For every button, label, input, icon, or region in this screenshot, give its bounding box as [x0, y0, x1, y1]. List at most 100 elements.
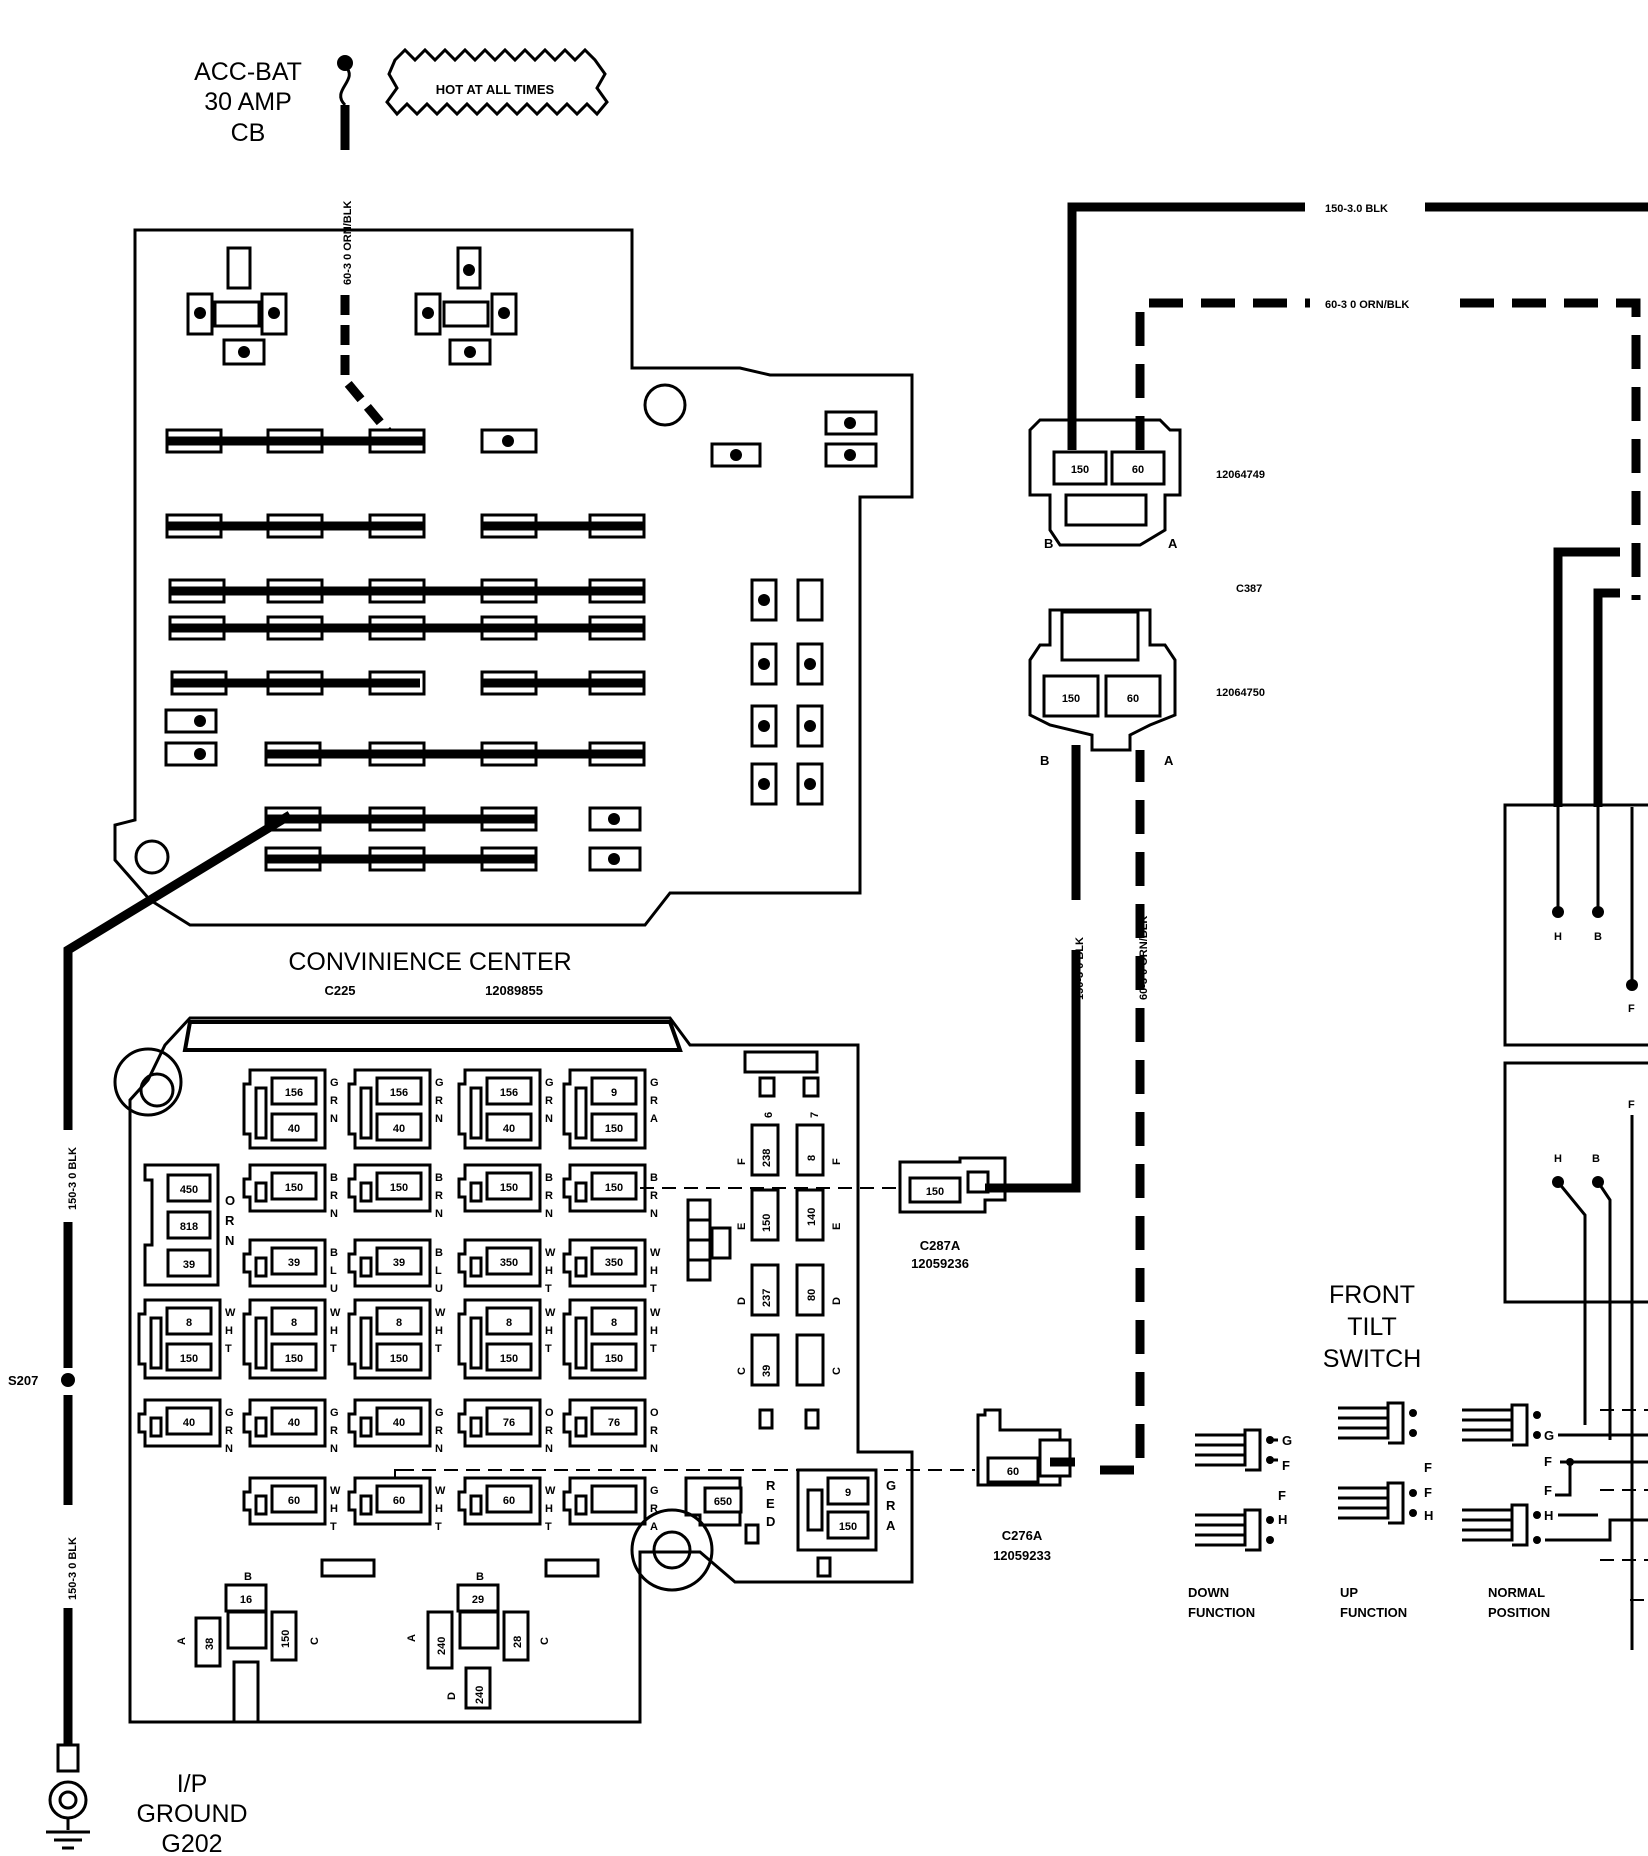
wire-label-150-blk-upper: 150-3 0 BLK: [67, 1147, 79, 1210]
svg-text:R: R: [650, 1503, 658, 1515]
svg-text:156: 156: [500, 1087, 518, 1099]
svg-text:350: 350: [605, 1257, 623, 1269]
svg-text:CB: CB: [231, 119, 266, 147]
svg-text:T: T: [330, 1521, 337, 1533]
svg-text:T: T: [545, 1343, 552, 1355]
c225-part-number: 12089855: [485, 983, 543, 998]
svg-text:W: W: [650, 1247, 661, 1259]
pin-f-label: F: [1628, 1003, 1635, 1015]
svg-text:150: 150: [500, 1182, 518, 1194]
switch-box-lower: [1503, 1061, 1648, 1304]
svg-text:F: F: [1544, 1454, 1552, 1469]
svg-text:C: C: [539, 1637, 551, 1645]
bus-bar-row-5: [264, 741, 646, 767]
red-block: 650 R E D: [684, 1476, 776, 1545]
svg-text:W: W: [330, 1307, 341, 1319]
svg-text:F: F: [1424, 1485, 1432, 1500]
svg-text:9: 9: [845, 1487, 851, 1499]
svg-text:150: 150: [285, 1182, 303, 1194]
fuse-panel-top: [113, 228, 914, 927]
svg-text:R: R: [225, 1213, 235, 1228]
svg-text:ACC-BAT: ACC-BAT: [194, 58, 302, 86]
svg-text:B: B: [330, 1172, 338, 1184]
svg-text:H: H: [1278, 1512, 1287, 1527]
acc-bat-dashed-wire: [340, 295, 399, 443]
svg-text:A: A: [886, 1518, 896, 1533]
bus-bar-row-1: [165, 410, 878, 468]
svg-text:B: B: [650, 1172, 658, 1184]
svg-text:F: F: [736, 1158, 748, 1165]
svg-text:150: 150: [839, 1521, 857, 1533]
relay-socket: 60 WHT: [457, 1476, 556, 1533]
svg-text:G: G: [330, 1077, 339, 1089]
switch-down-function: G F F H DOWN FUNCTION: [1188, 1428, 1292, 1620]
svg-text:D: D: [831, 1297, 843, 1305]
pin-b-label: B: [1594, 931, 1602, 943]
svg-text:8: 8: [611, 1317, 617, 1329]
switch-up-function: F F H UP FUNCTION: [1338, 1401, 1433, 1620]
svg-text:HOT AT ALL TIMES: HOT AT ALL TIMES: [436, 82, 555, 97]
svg-text:R: R: [435, 1190, 443, 1202]
svg-text:N: N: [545, 1208, 553, 1220]
svg-text:39: 39: [761, 1365, 773, 1377]
c287a-connector: 150 C287A 12059236: [898, 1156, 1007, 1271]
svg-text:40: 40: [503, 1123, 515, 1135]
svg-text:150: 150: [605, 1353, 623, 1365]
svg-text:80: 80: [806, 1289, 818, 1301]
svg-text:W: W: [545, 1485, 556, 1497]
svg-text:H: H: [545, 1503, 553, 1515]
svg-text:F: F: [1544, 1483, 1552, 1498]
gra-block: 9 150 G R A: [796, 1468, 896, 1578]
svg-text:DOWN: DOWN: [1188, 1585, 1229, 1600]
svg-text:C287A: C287A: [920, 1238, 961, 1253]
svg-text:350: 350: [500, 1257, 518, 1269]
svg-text:O: O: [545, 1407, 554, 1419]
svg-text:NORMAL: NORMAL: [1488, 1585, 1545, 1600]
svg-text:D: D: [766, 1514, 775, 1529]
pin-b-label-2: B: [1592, 1153, 1600, 1165]
convenience-center-title: CONVINIENCE CENTER: [288, 948, 571, 976]
svg-text:60: 60: [503, 1495, 515, 1507]
svg-text:R: R: [330, 1425, 338, 1437]
svg-text:30 AMP: 30 AMP: [204, 88, 292, 116]
wire-label-60-orn-blk-c276a: 60-3 0 ORN/BLK: [1138, 916, 1150, 1000]
svg-text:28: 28: [512, 1636, 524, 1648]
svg-text:W: W: [330, 1485, 341, 1497]
svg-text:R: R: [225, 1425, 233, 1437]
svg-text:R: R: [766, 1478, 776, 1493]
c225-label: C225: [324, 983, 355, 998]
svg-text:R: R: [545, 1425, 553, 1437]
svg-text:G: G: [1544, 1428, 1554, 1443]
bus-bar-row-2: [165, 513, 646, 539]
svg-text:G: G: [225, 1407, 234, 1419]
svg-text:T: T: [650, 1283, 657, 1295]
s207-label: S207: [8, 1373, 38, 1388]
svg-text:B: B: [1044, 536, 1053, 551]
svg-text:W: W: [545, 1247, 556, 1259]
svg-text:40: 40: [288, 1417, 300, 1429]
svg-text:T: T: [545, 1521, 552, 1533]
svg-text:U: U: [435, 1283, 443, 1295]
svg-text:N: N: [545, 1443, 553, 1455]
svg-text:39: 39: [183, 1259, 195, 1271]
svg-text:60: 60: [1007, 1466, 1019, 1478]
svg-text:T: T: [435, 1343, 442, 1355]
svg-text:8: 8: [806, 1155, 818, 1161]
svg-text:E: E: [831, 1223, 843, 1230]
slot: [544, 1558, 600, 1578]
svg-text:12064750: 12064750: [1216, 687, 1265, 699]
svg-text:A: A: [1168, 536, 1178, 551]
svg-text:N: N: [650, 1208, 658, 1220]
